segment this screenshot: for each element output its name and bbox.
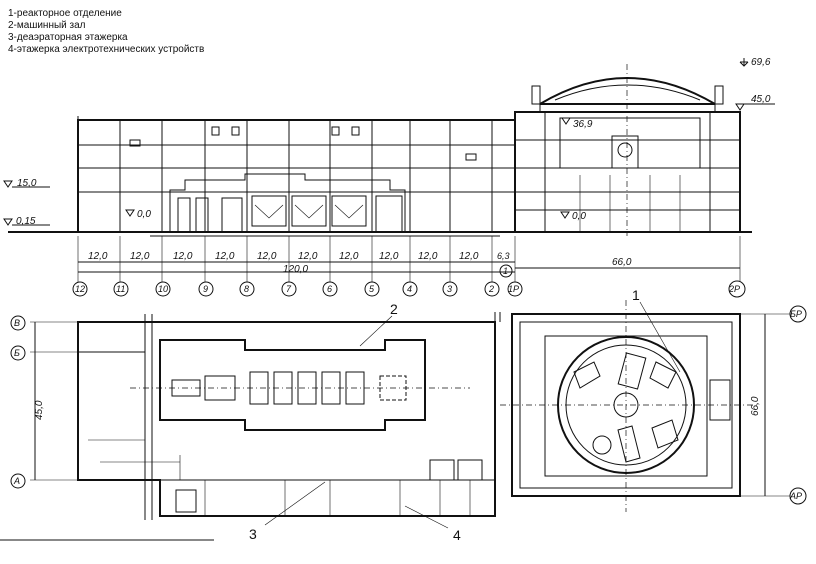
axis-label: 3 (447, 284, 452, 294)
callout-3: 3 (249, 526, 257, 542)
span-label: 12,0 (339, 251, 359, 262)
total-length-label: 120,0 (283, 264, 308, 275)
span-label: 12,0 (298, 251, 318, 262)
axis-bubble-1: 1 (503, 266, 508, 276)
plan-view: 45,0 66,0 В Б А БР АР 1 2 3 4 (0, 287, 807, 543)
axis-label: Б (14, 348, 20, 358)
turbine-hall-plan (77, 321, 496, 517)
reactor-building (514, 64, 741, 236)
elevation-45-0: 45,0 (751, 94, 771, 105)
axis-label: А (13, 476, 20, 486)
elevation-36-9: 36,9 (573, 119, 593, 130)
span-label: 12,0 (215, 251, 235, 262)
axis-label: 11 (116, 284, 125, 294)
elevation-view: 69,6 45,0 36,9 15,0 0,15 0,0 0,0 (3, 57, 775, 298)
reactor-plan (500, 300, 790, 512)
axis-label: БР (790, 309, 802, 319)
axis-bubbles-y: В Б А БР АР (10, 305, 807, 505)
callout-1: 1 (632, 287, 640, 303)
elevation-markers: 69,6 45,0 36,9 15,0 0,15 0,0 0,0 (3, 57, 775, 227)
elevation-0-0-turbine: 0,0 (137, 209, 151, 220)
callouts: 1 2 3 4 (249, 287, 681, 543)
axis-label: 2Р (728, 284, 740, 294)
elevation-0-0-reactor: 0,0 (572, 211, 586, 222)
turbine-unit (169, 173, 406, 233)
axis-label: 12 (75, 284, 85, 294)
turbine-hall-inner (159, 339, 426, 431)
legend-item-1: 1-реакторное отделение (8, 8, 122, 19)
reactor-width-label: 66,0 (612, 257, 632, 268)
axis-label: 9 (203, 284, 208, 294)
axis-label: 10 (158, 284, 168, 294)
span-labels: 12,0 12,0 12,0 12,0 12,0 12,0 12,0 12,0 … (88, 251, 632, 278)
legend-item-3: 3-деаэраторная этажерка (8, 32, 128, 43)
span-label: 12,0 (88, 251, 108, 262)
plan-dimensions: 45,0 66,0 (30, 314, 766, 496)
dimension-lines (77, 236, 741, 282)
axis-label: 4 (407, 284, 412, 294)
lower-bays (175, 459, 483, 516)
span-label: 12,0 (379, 251, 399, 262)
axis-label: 8 (244, 284, 249, 294)
axis-label: В (14, 318, 20, 328)
elevation-0-15: 0,15 (16, 216, 36, 227)
span-label: 12,0 (130, 251, 150, 262)
elevation-69-6: 69,6 (751, 57, 771, 68)
axis-label: АР (789, 491, 802, 501)
axis-label: 2 (488, 284, 494, 294)
turbine-set (130, 371, 470, 405)
span-label: 12,0 (173, 251, 193, 262)
callout-4: 4 (453, 527, 461, 543)
span-label: 12,0 (257, 251, 277, 262)
legend-item-2: 2-машинный зал (8, 20, 86, 31)
legend: 1-реакторное отделение 2-машинный зал 3-… (8, 8, 204, 56)
span-label: 12,0 (418, 251, 438, 262)
axis-bubbles-x: 12 11 10 9 8 7 6 5 4 3 2 1Р 2Р (72, 280, 746, 298)
axis-label: 5 (369, 284, 375, 294)
crane-equipment (129, 126, 477, 161)
plan-depth-label: 45,0 (34, 400, 45, 420)
span-label: 12,0 (459, 251, 479, 262)
plan-reactor-depth-label: 66,0 (750, 396, 761, 416)
elevation-15-0: 15,0 (17, 178, 37, 189)
axis-label: 6 (327, 284, 332, 294)
callout-2: 2 (390, 301, 398, 317)
span-label-6-3: 6,3 (497, 251, 510, 261)
axis-label: 1Р (508, 284, 519, 294)
axis-label: 7 (286, 284, 292, 294)
legend-item-4: 4-этажерка электротехнических устройств (8, 44, 205, 55)
turbine-columns (119, 120, 493, 232)
